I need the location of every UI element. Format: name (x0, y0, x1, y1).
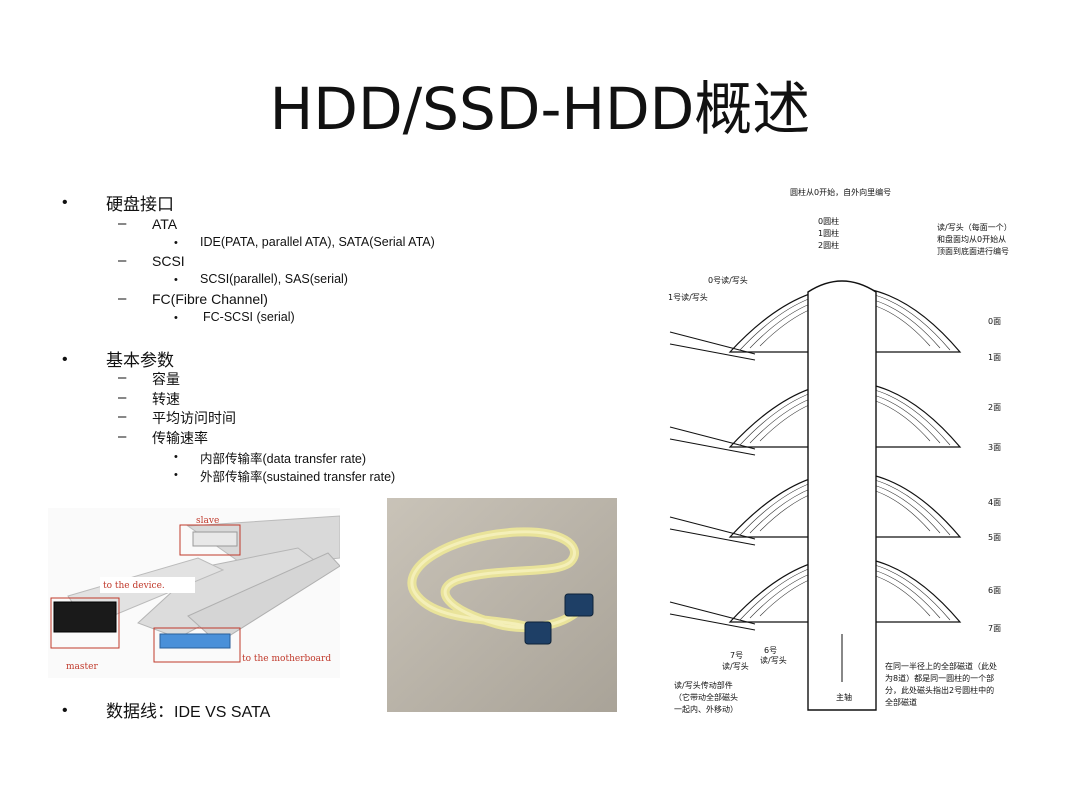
face-label: 5面 (988, 533, 1001, 542)
list-item: ATA (152, 216, 178, 232)
diagram-note: 在同一半径上的全部磁道（此处 (885, 661, 997, 671)
disk-structure-diagram: 圆柱从0开始，自外向里编号 0圆柱 1圆柱 2圆柱 读/写头（每面一个） 和盘面… (668, 187, 1012, 714)
list-item: FC-SCSI (serial) (203, 310, 295, 324)
slave-label: slave (196, 516, 219, 526)
to-device-label: to the device. (103, 581, 165, 591)
ide-cable-photo: slave to the device. master to the mothe… (48, 508, 340, 678)
diagram-note: 为8道）都是同一圆柱的一个部 (885, 673, 994, 683)
diagram-note: 分，此处磁头指出2号圆柱中的 (885, 685, 994, 695)
bullet: • (62, 351, 68, 368)
diagram-label: 2圆柱 (818, 240, 839, 250)
list-item: 外部传输率(sustained transfer rate) (200, 469, 396, 484)
dash: – (118, 389, 127, 406)
diagram-note: 全部磁道 (885, 697, 917, 707)
face-label: 1面 (988, 353, 1001, 362)
list-item: 容量 (152, 372, 180, 388)
section-heading: 硬盘接口 (106, 195, 174, 215)
to-motherboard-label: to the motherboard (242, 654, 331, 664)
list-item: FC(Fibre Channel) (152, 291, 268, 307)
list-item: 平均访问时间 (152, 411, 236, 427)
diagram-label: 0号读/写头 (708, 275, 748, 285)
face-label: 0面 (988, 317, 1001, 326)
page-title: HDD/SSD-HDD概述 (269, 75, 811, 143)
face-label: 7面 (988, 624, 1001, 633)
dash: – (118, 408, 127, 425)
face-label: 2面 (988, 403, 1001, 412)
dash: – (118, 290, 127, 307)
dash: – (118, 369, 127, 386)
list-item: 传输速率 (152, 431, 208, 447)
diagram-label: 1号读/写头 (668, 292, 708, 302)
diagram-note: （它带动全部磁头 (674, 692, 738, 702)
face-label: 6面 (988, 586, 1001, 595)
sata-cable-photo (387, 498, 617, 712)
dash: – (118, 215, 127, 232)
diagram-note: 读/写头传动部件 (674, 680, 733, 690)
list-item: SCSI(parallel), SAS(serial) (200, 272, 348, 286)
bottom-bullet-text: 数据线：IDE VS SATA (106, 702, 271, 722)
diagram-note: 圆柱从0开始，自外向里编号 (790, 187, 891, 197)
bullet: • (174, 237, 178, 249)
section-heading: 基本参数 (106, 351, 174, 371)
bullet: • (62, 702, 68, 719)
face-label: 4面 (988, 498, 1001, 507)
master-label: master (66, 662, 98, 672)
diagram-label: 1圆柱 (818, 228, 839, 238)
diagram-label: 6号 (764, 646, 777, 655)
diagram-note: 和盘面均从0开始从 (937, 234, 1006, 244)
bullet: • (174, 274, 178, 286)
diagram-note: 一起内、外移动） (674, 704, 738, 714)
dash: – (118, 428, 127, 445)
diagram-label: 读/写头 (760, 655, 787, 665)
bullet: • (174, 312, 178, 324)
bullet: • (62, 194, 68, 211)
dash: – (118, 252, 127, 269)
diagram-label: 0圆柱 (818, 216, 839, 226)
bullet: • (174, 469, 178, 481)
list-item: SCSI (152, 253, 185, 269)
face-label: 3面 (988, 443, 1001, 452)
spindle-label: 主轴 (836, 692, 852, 702)
list-item: 转速 (152, 392, 180, 408)
diagram-label: 7号 (730, 651, 743, 660)
bullet: • (174, 451, 178, 463)
list-item: 内部传输率(data transfer rate) (200, 451, 367, 466)
list-item: IDE(PATA, parallel ATA), SATA(Serial ATA… (200, 235, 435, 249)
diagram-note: 读/写头（每面一个） (937, 222, 1012, 232)
diagram-note: 顶面到底面进行编号 (937, 246, 1009, 256)
diagram-label: 读/写头 (722, 661, 749, 671)
